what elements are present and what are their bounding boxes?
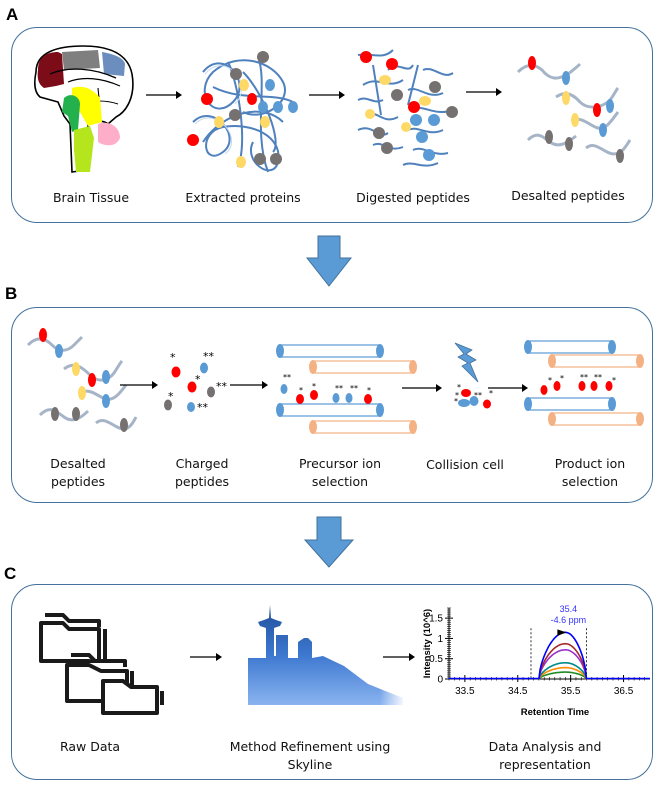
svg-text:*: * xyxy=(454,397,458,406)
label-line: Data Analysis and xyxy=(488,739,602,754)
label-line: peptides xyxy=(50,474,106,489)
charge-mark: ** xyxy=(216,380,228,393)
chromatogram-trace-transition-6 xyxy=(538,671,588,680)
chromatogram-trace-transition-4 xyxy=(538,661,588,680)
label-line: Skyline xyxy=(287,757,333,772)
svg-text:*: * xyxy=(457,383,461,392)
svg-text:*: * xyxy=(560,374,564,383)
x-tick-label: 35.5 xyxy=(561,686,581,697)
step-label-charged-peptides: Charged peptides xyxy=(152,455,252,491)
y-tick-label: 1.5 xyxy=(429,614,443,625)
svg-text:**: ** xyxy=(594,373,602,382)
quadrupole-rods xyxy=(276,344,417,434)
chromatogram-trace-transition-3 xyxy=(538,648,588,680)
panel-b-letter: B xyxy=(5,284,18,303)
chromatogram-trace-transition-2 xyxy=(538,642,588,680)
label-line: Method Refinement using xyxy=(229,739,391,754)
charged-peptides-illustration: * ** * ** * ** xyxy=(164,350,228,414)
svg-text:**: ** xyxy=(283,373,291,382)
arrow-right-b4 xyxy=(488,384,528,392)
arrow-right-c2 xyxy=(383,653,415,661)
step-label-brain-tissue: Brain Tissue xyxy=(52,190,130,205)
arrow-right-a2 xyxy=(309,91,345,99)
label-line: representation xyxy=(499,757,591,772)
svg-text:*: * xyxy=(489,389,493,398)
arrow-right-a3 xyxy=(466,88,502,96)
svg-text:**: ** xyxy=(474,391,482,400)
svg-text:*: * xyxy=(612,376,616,385)
x-tick-label: 36.5 xyxy=(614,686,634,697)
label-line: peptides xyxy=(174,474,230,489)
step-label-desalted-peptides-b: Desalted peptides xyxy=(28,455,128,491)
panel-c-letter: C xyxy=(4,564,17,583)
charge-mark: * xyxy=(168,390,174,403)
collision-cell-illustration: *** *** xyxy=(454,342,493,409)
x-tick-label: 33.5 xyxy=(455,686,475,697)
chromatogram-trace-transition-5 xyxy=(538,666,588,680)
panel-a-letter: A xyxy=(6,5,19,24)
arrow-right-b2 xyxy=(230,381,268,389)
charge-mark: * xyxy=(195,373,201,386)
desalted-peptides-illustration-a xyxy=(516,56,632,163)
step-label-extracted-proteins: Extracted proteins xyxy=(185,190,301,205)
lightning-bolt-icon xyxy=(454,342,479,383)
extracted-proteins-illustration xyxy=(187,51,298,173)
label-line: Product ion xyxy=(554,456,626,471)
y-axis-label: Intensity (10^6) xyxy=(422,609,433,678)
apex-marker-icon xyxy=(557,629,567,636)
arrow-right-b1 xyxy=(120,381,158,389)
x-tick-label: 34.5 xyxy=(508,686,528,697)
step-label-desalted-peptides-a: Desalted peptides xyxy=(511,188,625,203)
label-line: Raw Data xyxy=(59,739,121,754)
raw-data-folders-icon xyxy=(39,613,164,715)
arrow-right-a1 xyxy=(146,91,182,99)
charge-mark: ** xyxy=(197,401,209,414)
y-tick-label: 0 xyxy=(437,675,443,686)
label-line: selection xyxy=(311,474,369,489)
step-label-product-ion-selection: Product ion selection xyxy=(535,455,645,491)
arrow-right-c1 xyxy=(190,653,222,661)
peak-annotation-rt: 35.4 xyxy=(560,604,578,614)
peak-annotation-ppm: -4.6 ppm xyxy=(551,615,587,625)
arrow-right-b3 xyxy=(402,384,442,392)
step-label-digested-peptides: Digested peptides xyxy=(356,190,470,205)
step-label-collision-cell: Collision cell xyxy=(415,456,515,474)
product-ion-selection-illustration: ** ***** xyxy=(524,340,644,426)
label-line: Precursor ion xyxy=(298,456,382,471)
down-arrow-b-to-c xyxy=(303,516,355,568)
svg-text:**: ** xyxy=(580,373,588,382)
skyline-logo-icon xyxy=(248,600,403,705)
y-tick-label: 1 xyxy=(437,634,443,645)
svg-text:*: * xyxy=(367,386,371,395)
svg-text:*: * xyxy=(312,382,316,391)
svg-text:*: * xyxy=(455,391,459,400)
brain-tissue-illustration xyxy=(34,45,134,173)
label-line: selection xyxy=(561,474,619,489)
label-line: Desalted xyxy=(50,456,106,471)
x-axis-label: Retention Time xyxy=(521,707,589,718)
charge-mark: ** xyxy=(203,350,215,363)
svg-text:**: ** xyxy=(335,384,343,393)
y-tick-label: 0.5 xyxy=(429,654,443,665)
svg-text:**: ** xyxy=(350,384,358,393)
step-label-data-analysis: Data Analysis and representation xyxy=(470,738,620,774)
step-label-method-refinement: Method Refinement using Skyline xyxy=(220,738,400,774)
label-line: Collision cell xyxy=(426,457,504,472)
precursor-ion-selection-illustration: **** ***** xyxy=(276,344,417,434)
step-label-raw-data: Raw Data xyxy=(40,738,140,756)
down-arrow-a-to-b xyxy=(305,235,353,287)
label-line: Charged xyxy=(175,456,229,471)
svg-text:*: * xyxy=(299,386,303,395)
quadrupole-rods-product xyxy=(524,340,644,426)
desalted-peptides-illustration-b xyxy=(26,328,138,432)
charge-mark: * xyxy=(170,351,176,364)
digested-peptides-illustration xyxy=(357,49,458,167)
step-label-precursor-ion-selection: Precursor ion selection xyxy=(280,455,400,491)
svg-text:*: * xyxy=(548,376,552,385)
